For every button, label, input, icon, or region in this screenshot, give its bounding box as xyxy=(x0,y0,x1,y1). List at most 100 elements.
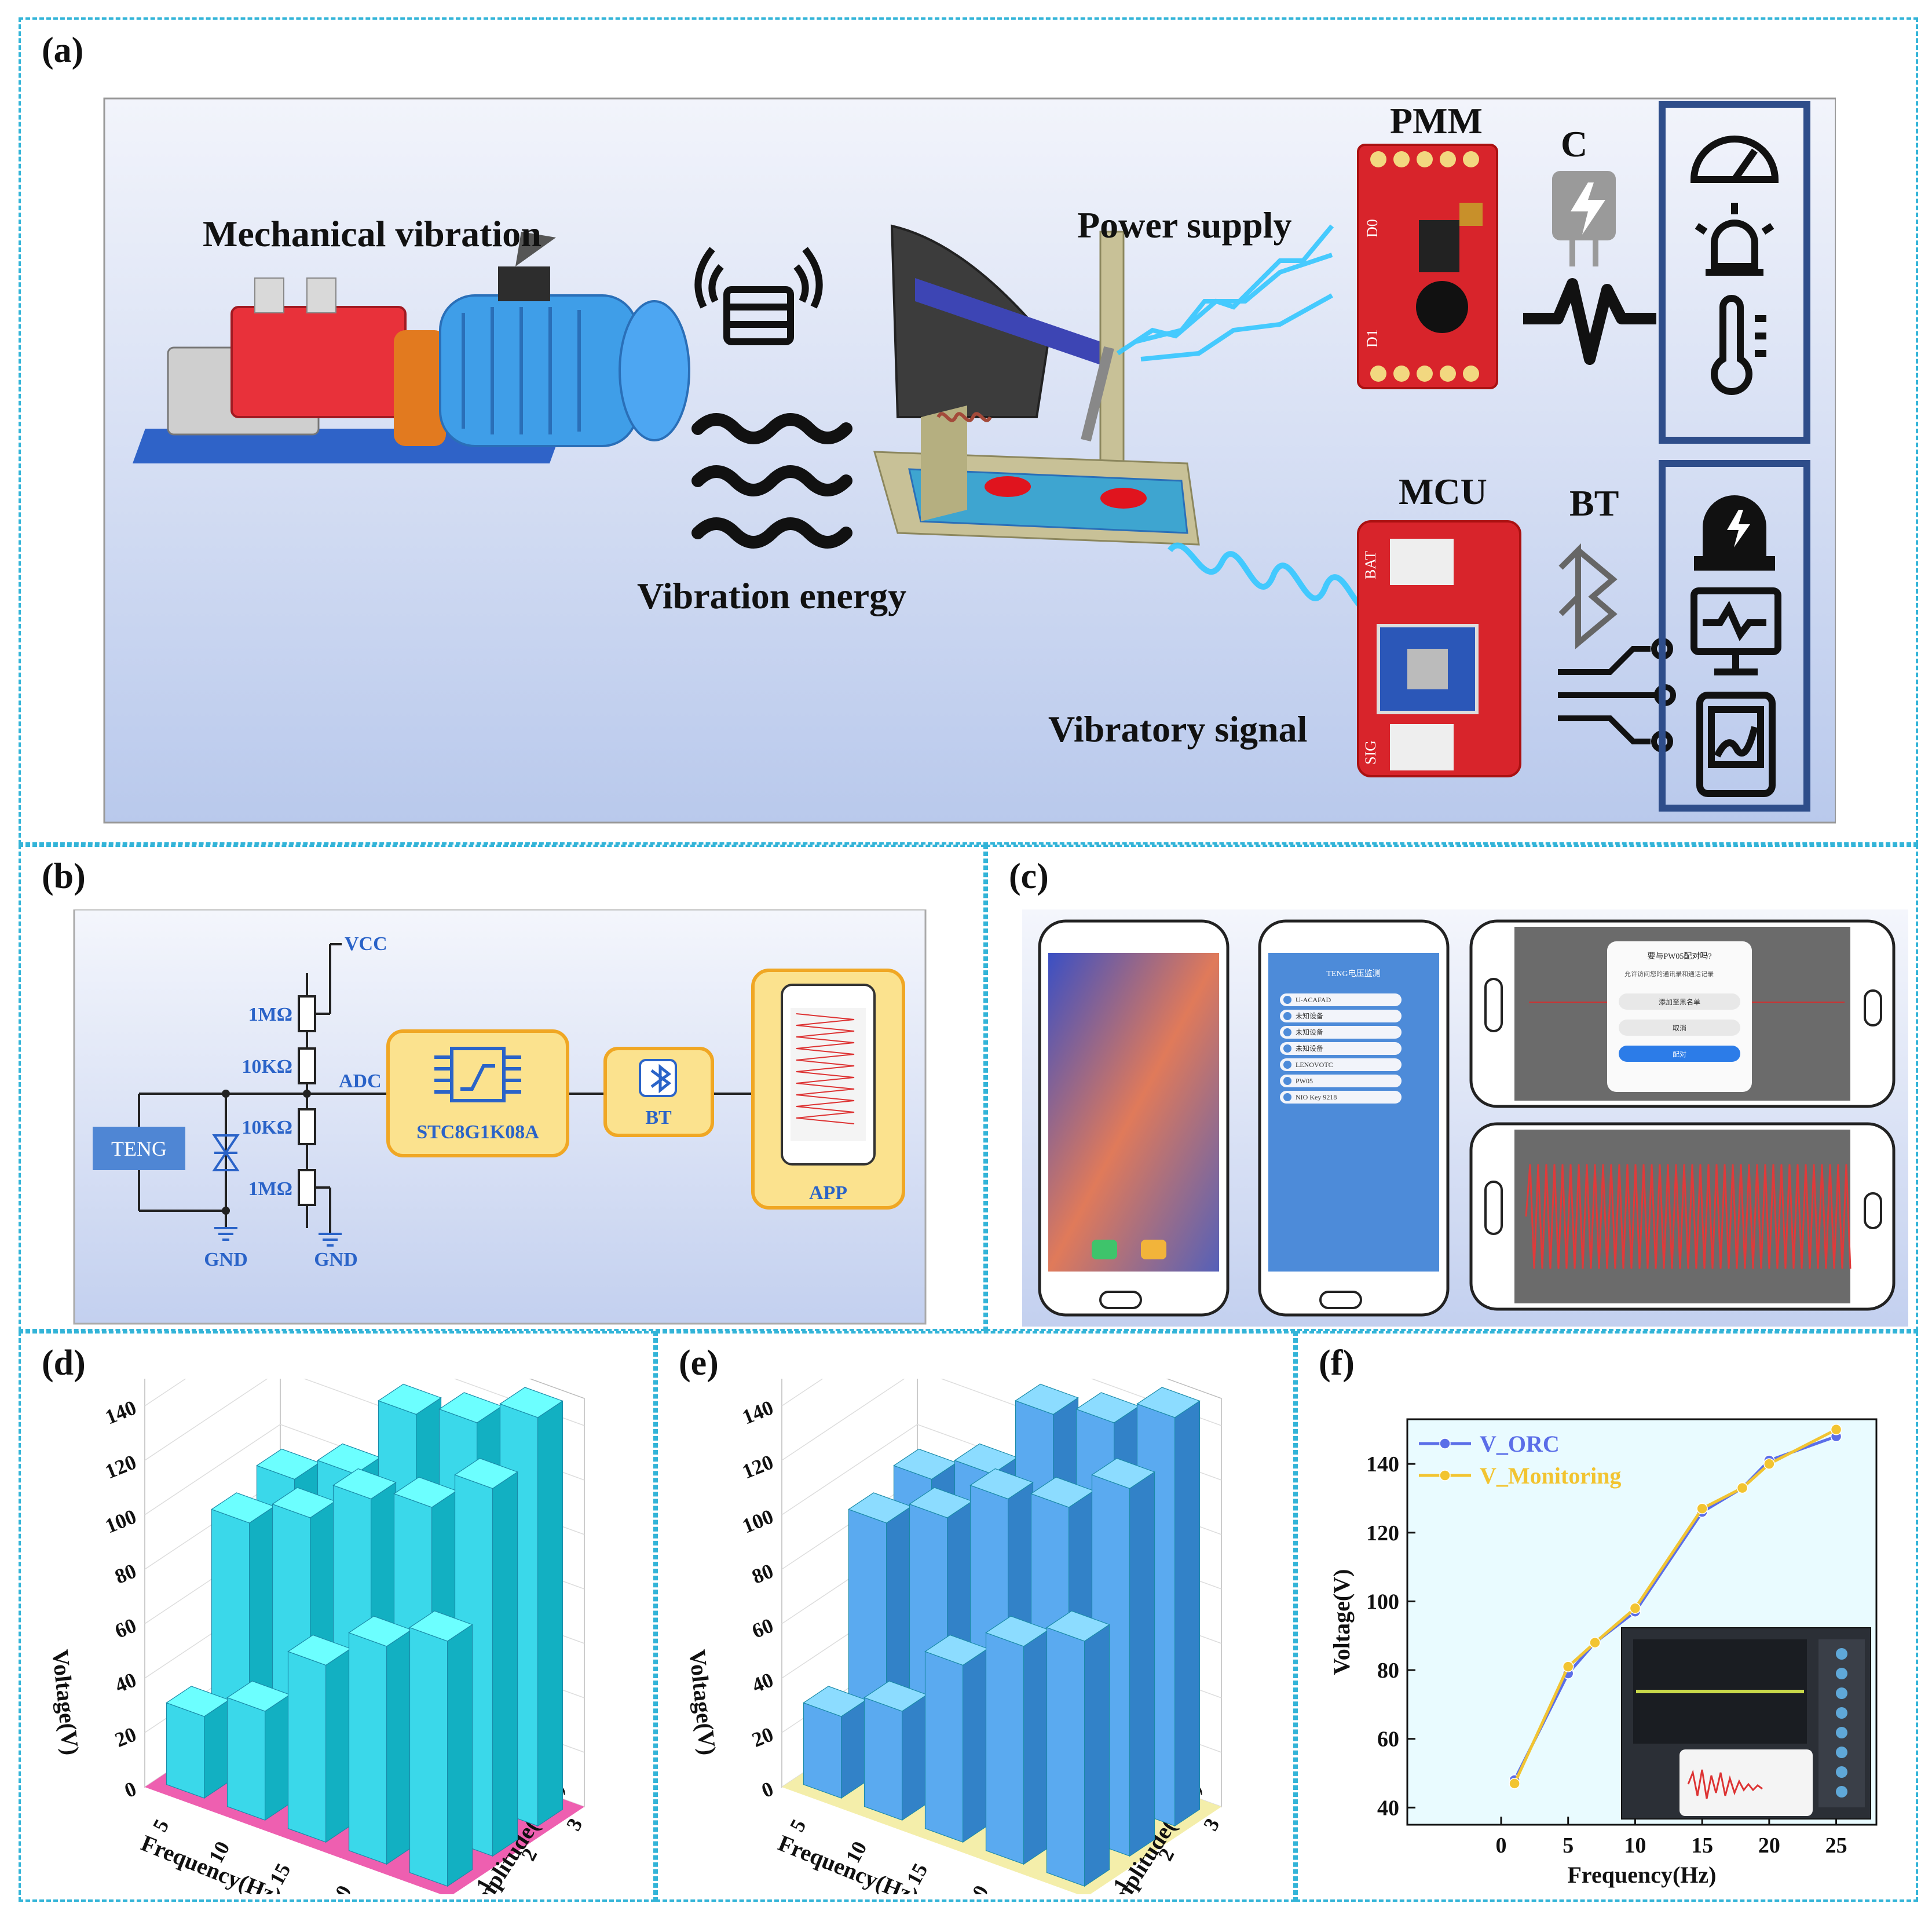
adc-label: ADC xyxy=(339,1071,382,1092)
data-point xyxy=(1562,1661,1574,1672)
r3-label: 10KΩ xyxy=(241,1117,292,1138)
device-pill[interactable] xyxy=(1280,1042,1402,1055)
sensor-box xyxy=(1659,101,1810,444)
wave-lines xyxy=(691,413,852,549)
chip-box xyxy=(386,1029,569,1157)
device-name: 未知设备 xyxy=(1296,1012,1323,1020)
r2-label: 10KΩ xyxy=(241,1056,292,1077)
mcu-text: MCU xyxy=(1399,471,1487,512)
panel-e-label: (e) xyxy=(679,1343,719,1383)
bar xyxy=(226,1680,291,1821)
y-tick-label: 140 xyxy=(102,1395,140,1429)
dialog-btn3[interactable]: 配对 xyxy=(1673,1050,1686,1058)
panel-a-label: (a) xyxy=(42,31,84,70)
device-name: PW05 xyxy=(1296,1077,1313,1085)
y-tick-label: 20 xyxy=(749,1722,777,1752)
panel-b-label: (b) xyxy=(42,857,86,896)
panel-d xyxy=(19,1331,656,1902)
data-point xyxy=(1736,1482,1748,1494)
y-tick-label: 80 xyxy=(1377,1658,1399,1683)
device-pill[interactable] xyxy=(1280,1026,1402,1039)
dialog-btn2[interactable]: 取消 xyxy=(1673,1024,1686,1032)
phone-waveform xyxy=(1469,1122,1896,1311)
circuit-diagram: TENG GND GND VCC 1MΩ 10KΩ 10KΩ 1MΩ ADC S… xyxy=(73,909,927,1325)
y-tick-label: 60 xyxy=(112,1613,140,1643)
power-supply-text: Power supply xyxy=(1077,204,1291,246)
phone-home-screen xyxy=(1038,919,1230,1317)
panel-f xyxy=(1296,1331,1918,1902)
bar xyxy=(803,1686,867,1799)
z-tick-label: 3 xyxy=(1199,1814,1224,1835)
phones-diagram: TENG电压监测 U-ACAFAD未知设备未知设备未知设备LENOVOTCPW0… xyxy=(1022,909,1908,1327)
alert-box xyxy=(1659,460,1810,812)
panel-a xyxy=(19,17,1918,845)
pmm-text: PMM xyxy=(1390,100,1483,141)
dialog-title: 要与PW05配对吗? xyxy=(1647,952,1711,961)
legend-label: V_Monitoring xyxy=(1480,1463,1621,1489)
x-axis-title: Frequency(Hz) xyxy=(137,1829,285,1894)
panel-a-diagram: Mechanical vibration Vibration energy Po… xyxy=(103,97,1836,824)
legend-marker xyxy=(1439,1438,1451,1449)
bar xyxy=(348,1616,412,1865)
mechanical-vibration-text: Mechanical vibration xyxy=(203,213,541,254)
bar xyxy=(863,1680,928,1821)
legend-marker xyxy=(1439,1470,1451,1481)
gnd2-label: GND xyxy=(314,1249,358,1270)
device-icon xyxy=(1283,1012,1291,1020)
tablet-chart-icon xyxy=(1696,692,1776,797)
device-name: NIO Key 9218 xyxy=(1296,1093,1337,1101)
device-pill[interactable] xyxy=(1280,1075,1402,1087)
bar xyxy=(287,1634,352,1843)
y-axis-title: Voltage(V) xyxy=(684,1648,721,1756)
device-icon xyxy=(1283,1028,1291,1036)
data-point xyxy=(1509,1778,1520,1789)
panel-c xyxy=(986,845,1918,1331)
y-tick-label: 0 xyxy=(121,1777,140,1802)
capacitor-icon xyxy=(1552,171,1616,266)
chart-e: 020406080100120140510152025123Voltage(V)… xyxy=(684,1379,1224,1894)
device-pill[interactable] xyxy=(1280,1058,1402,1071)
device-pill[interactable] xyxy=(1280,1091,1402,1104)
y-tick-label: 40 xyxy=(749,1668,777,1697)
x-tick-label: 20 xyxy=(963,1882,993,1894)
y-tick-label: 100 xyxy=(102,1504,140,1537)
device-name: 未知设备 xyxy=(1296,1044,1323,1053)
signal-wave-icon xyxy=(1523,278,1656,365)
chart-d: 020406080100120140510152025123Voltage(V)… xyxy=(47,1379,587,1894)
x-tick-label: 0 xyxy=(1496,1833,1507,1858)
y-tick-label: 100 xyxy=(1366,1590,1399,1614)
gridline xyxy=(144,1379,585,1426)
vcc-label: VCC xyxy=(345,933,387,955)
x-axis-title: Frequency(Hz) xyxy=(774,1829,922,1894)
teng-label: TENG xyxy=(111,1137,167,1160)
bluetooth-icon xyxy=(1558,543,1618,649)
chip-icon xyxy=(434,1047,521,1102)
vibration-icon xyxy=(694,247,823,345)
mcu-bat: BAT xyxy=(1362,551,1379,579)
x-tick-label: 25 xyxy=(1825,1833,1847,1858)
y-tick-label: 40 xyxy=(112,1668,140,1697)
device-name: 未知设备 xyxy=(1296,1028,1323,1036)
device-pill[interactable] xyxy=(1280,993,1402,1006)
y-axis-title: Voltage(V) xyxy=(47,1648,84,1756)
pump-machine xyxy=(132,232,690,463)
app-label: APP xyxy=(809,1182,847,1204)
device-pill[interactable] xyxy=(1280,1010,1402,1022)
data-point xyxy=(1696,1503,1708,1514)
gridline xyxy=(781,1379,1222,1426)
lightning xyxy=(1116,224,1334,361)
inset-photo xyxy=(1621,1627,1871,1820)
pmm-d0: D0 xyxy=(1364,219,1381,238)
y-axis-title: Voltage(V) xyxy=(1329,1569,1355,1675)
monitor-icon xyxy=(1690,587,1781,675)
x-tick-label: 15 xyxy=(1691,1833,1713,1858)
light-icon xyxy=(1695,203,1774,276)
y-tick-label: 100 xyxy=(739,1504,777,1537)
dialog-check: 允许访问您的通讯录和通话记录 xyxy=(1624,970,1714,978)
dialog-btn1[interactable]: 添加至黑名单 xyxy=(1659,998,1700,1006)
teng-device xyxy=(873,224,1200,546)
y-tick-label: 120 xyxy=(1366,1521,1399,1546)
bar xyxy=(166,1686,230,1799)
mcu-board: BAT SIG xyxy=(1357,520,1521,777)
